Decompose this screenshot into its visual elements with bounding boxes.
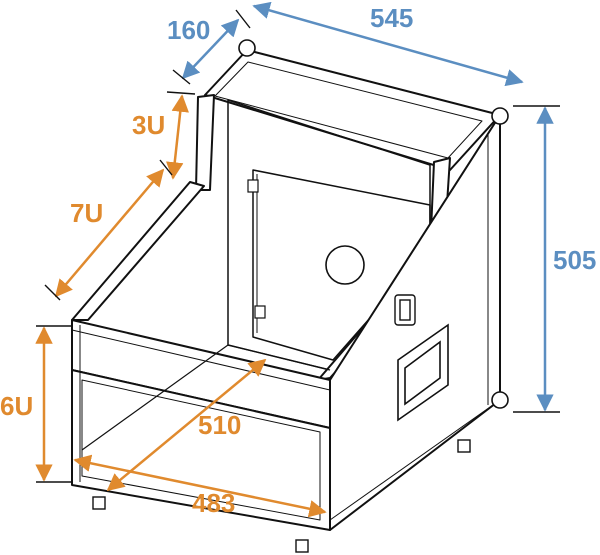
dim-line-3u bbox=[166, 94, 189, 180]
depth-label: 160 bbox=[167, 15, 211, 45]
side-handle bbox=[397, 323, 449, 422]
blue-dimensions bbox=[181, 1, 554, 412]
orange-ext-lines bbox=[36, 91, 196, 483]
dim-line-depth bbox=[181, 18, 240, 80]
latch bbox=[394, 294, 416, 326]
dim-line-483 bbox=[73, 454, 327, 518]
bottom-rack-label: 6U bbox=[0, 391, 34, 421]
width-label: 545 bbox=[370, 3, 414, 33]
left-top-post bbox=[195, 94, 215, 191]
cable-hole bbox=[325, 245, 365, 285]
slanted-rack-label: 7U bbox=[70, 198, 104, 228]
dim-line-width bbox=[252, 1, 524, 87]
upper-slope-label: 3U bbox=[132, 110, 166, 140]
rack-depth-label: 510 bbox=[198, 410, 242, 440]
height-label: 505 bbox=[553, 245, 597, 275]
rack-width-label: 483 bbox=[192, 488, 236, 518]
hinges bbox=[247, 179, 266, 319]
dim-line-7u bbox=[54, 168, 165, 298]
blue-ext-lines bbox=[172, 9, 560, 413]
corner-fittings bbox=[238, 39, 509, 409]
orange-dimensions bbox=[35, 94, 327, 518]
top-frame bbox=[204, 49, 501, 171]
